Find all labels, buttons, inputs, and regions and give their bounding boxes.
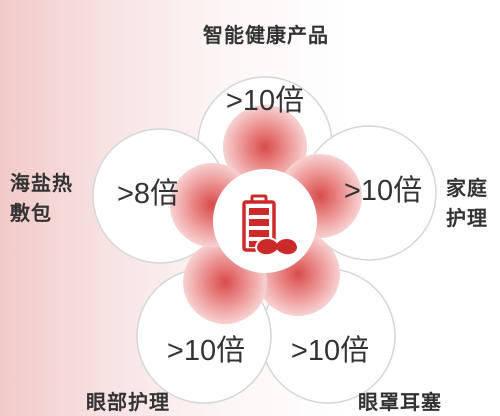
value-bottom-right: >10倍 — [291, 334, 369, 367]
value-right: >10倍 — [344, 174, 422, 207]
category-label-right: 家庭护理 — [446, 176, 488, 230]
value-top: >10倍 — [226, 84, 304, 117]
value-bottom-left: >10倍 — [167, 334, 245, 367]
category-label-left: 海盐热敷包 — [10, 171, 73, 225]
battery-with-sleep-mask-icon — [242, 194, 300, 257]
category-label-top: 智能健康产品 — [203, 23, 329, 47]
category-label-bottom-left: 眼部护理 — [86, 390, 170, 414]
inner-petal-top — [223, 105, 307, 189]
category-label-bottom-right: 眼罩耳塞 — [358, 390, 442, 414]
value-left: >8倍 — [117, 177, 179, 210]
